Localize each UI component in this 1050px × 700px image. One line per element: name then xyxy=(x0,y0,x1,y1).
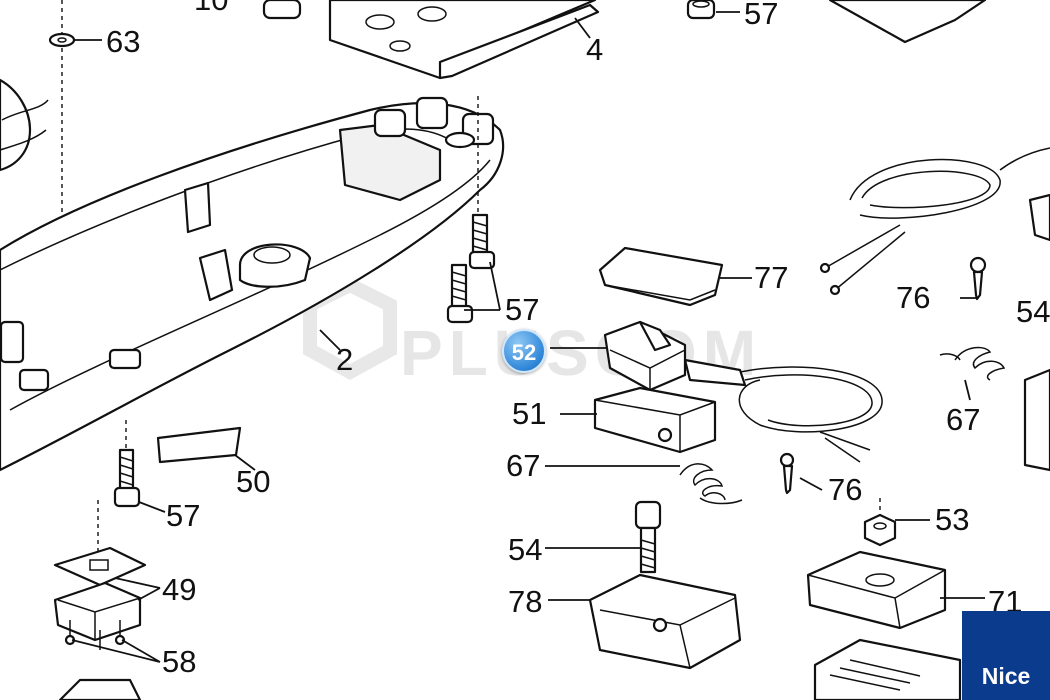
part-53-nut xyxy=(863,498,897,547)
part-cover-fragment xyxy=(828,0,987,44)
brand-logo: Nice xyxy=(962,611,1050,700)
part-58-screws xyxy=(64,620,126,650)
part-77-cover xyxy=(598,246,724,307)
label-54: 54 xyxy=(508,532,542,567)
part-57-bottom-screw xyxy=(113,420,141,508)
part-labels: 10 63 4 57 77 76 54 57 2 67 51 67 76 50 … xyxy=(106,0,1050,679)
label-49: 49 xyxy=(162,572,196,607)
label-76: 76 xyxy=(828,472,862,507)
part-right-edge xyxy=(1023,193,1050,472)
part-57-screws xyxy=(446,213,496,324)
part-51-box xyxy=(593,386,717,454)
label-76-top: 76 xyxy=(896,280,930,315)
part-cable-top xyxy=(819,147,1050,296)
part-cap xyxy=(262,0,302,20)
part-bottom-pad xyxy=(813,638,962,700)
part-63-washer xyxy=(48,0,76,390)
part-bottom-left-fragment xyxy=(58,678,142,700)
part-2-housing xyxy=(0,96,505,472)
part-76-top-screw xyxy=(969,256,987,301)
label-4: 4 xyxy=(586,32,603,67)
label-53: 53 xyxy=(935,502,969,537)
leader-lines xyxy=(71,11,985,663)
part-52-microswitch xyxy=(603,320,747,392)
part-67-right-spring xyxy=(939,346,1006,381)
part-50-label xyxy=(156,426,242,464)
part-4-bracket xyxy=(328,0,600,80)
part-cable xyxy=(738,366,883,463)
label-67-right: 67 xyxy=(946,402,980,437)
label-57-bottom: 57 xyxy=(166,498,200,533)
part-76-screw xyxy=(779,452,795,495)
label-2: 2 xyxy=(336,342,353,377)
part-67-spring xyxy=(679,463,743,505)
label-10: 10 xyxy=(194,0,228,17)
part-54-bolt xyxy=(634,500,662,574)
part-motor-fragment xyxy=(0,78,49,172)
part-78-bracket xyxy=(588,573,742,670)
label-77: 77 xyxy=(754,260,788,295)
part-49-block xyxy=(53,500,147,642)
label-57-top: 57 xyxy=(744,0,778,31)
part-57-top-nut xyxy=(686,0,716,20)
brand-logo-text: Nice xyxy=(981,663,1031,689)
label-50: 50 xyxy=(236,464,270,499)
label-63: 63 xyxy=(106,24,140,59)
part-52-hotspot[interactable]: 52 xyxy=(502,329,546,373)
label-57-mid: 57 xyxy=(505,292,539,327)
label-54-right: 54 xyxy=(1016,294,1050,329)
part-71-block xyxy=(806,550,947,630)
label-67: 67 xyxy=(506,448,540,483)
label-78: 78 xyxy=(508,584,542,619)
label-58: 58 xyxy=(162,644,196,679)
label-51: 51 xyxy=(512,396,546,431)
